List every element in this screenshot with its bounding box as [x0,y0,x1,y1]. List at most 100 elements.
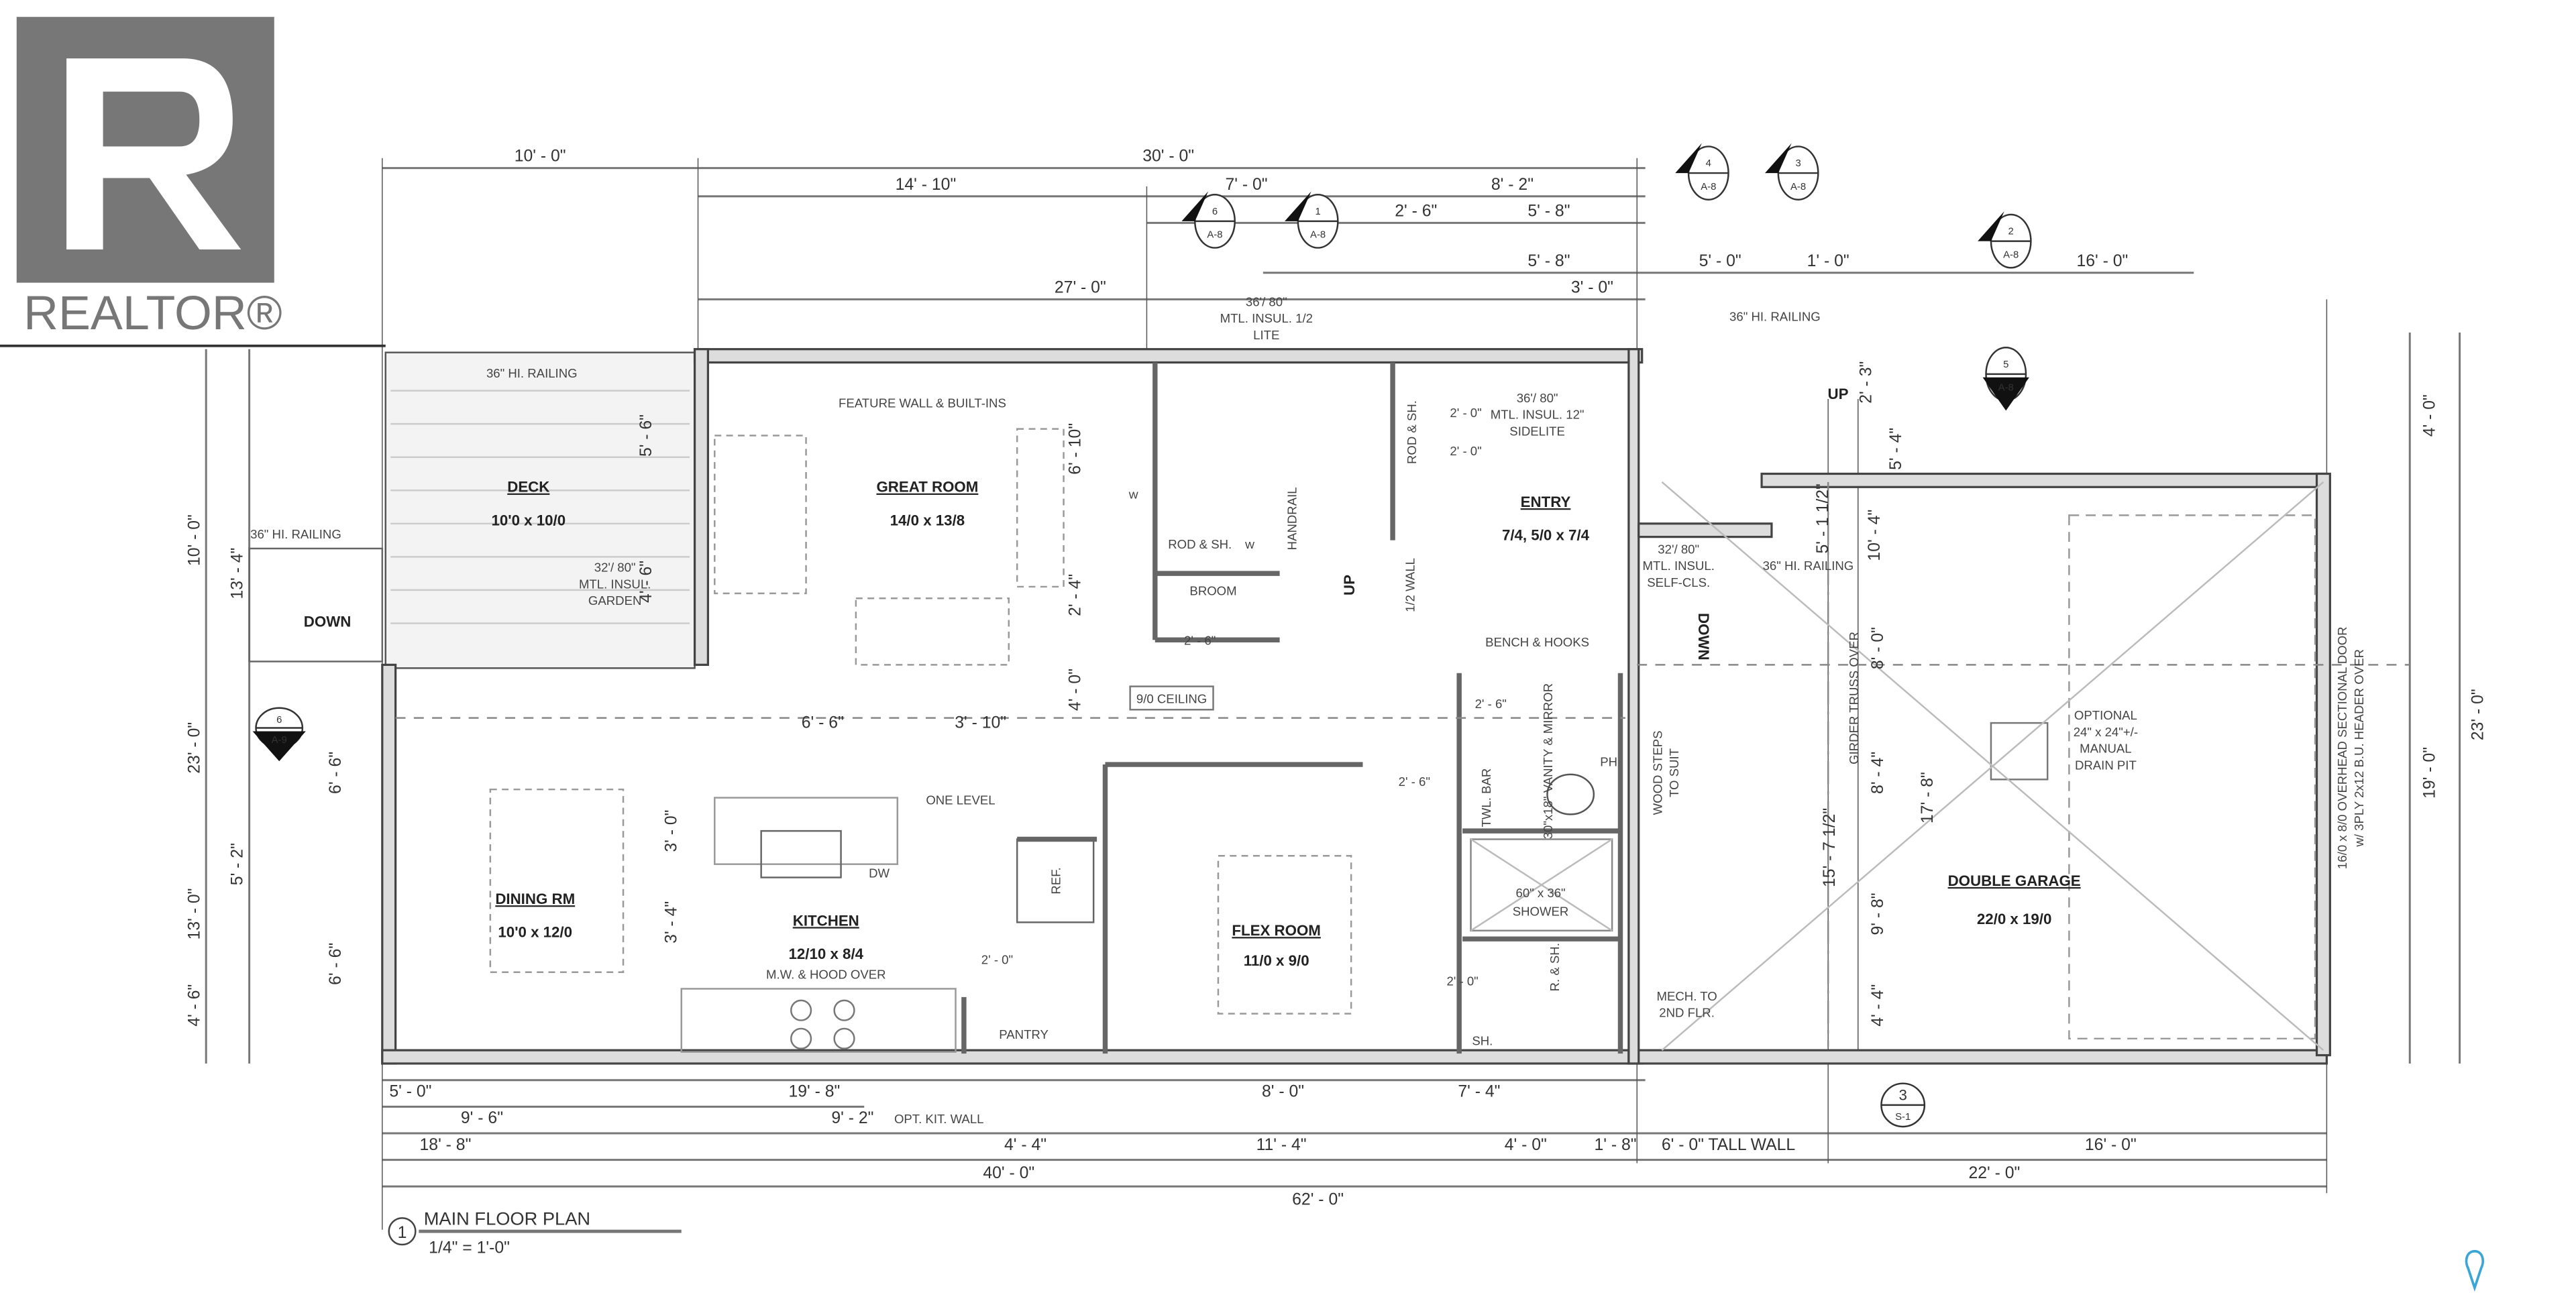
dim-label: 10' - 0" [185,514,203,566]
deck-outline [384,351,696,669]
realtor-logo: REALTOR® [16,17,282,340]
dim-label: 6' - 6" [327,752,345,794]
marker-num: 1 [1315,207,1320,217]
marker-num: 3 [1795,158,1801,169]
dim-label: 19' - 8" [789,1083,841,1101]
dim-label: 7' - 0" [1226,176,1268,194]
interior-dimensions: 5' - 6" 4' - 6" 6' - 10" 2' - 4" 4' - 0"… [637,414,1084,944]
section-marker: 6A-9 [252,707,306,762]
dim-label: 9' - 2" [831,1109,873,1127]
mech-note: MECH. TO [1657,989,1717,1003]
section-marker: 3S-1 [1880,1082,1926,1128]
dim-label: 8' - 0" [1262,1083,1304,1101]
dimension-lines [205,158,2461,1230]
drain-note: OPTIONAL [2074,708,2137,722]
dim-label: 6' - 0" TALL WALL [1662,1136,1795,1154]
section-marker: 5A-8 [1982,346,2029,411]
closet-note: ROD & SH. [1405,400,1419,464]
door-note: LITE [1253,328,1279,342]
ceiling-note: 9/0 CEILING [1136,691,1207,705]
door-tag: 2' - 6" [1475,697,1507,711]
dim-label: 8' - 2" [1491,176,1534,194]
deck-boards [390,390,690,624]
deck-stairs [248,547,384,663]
furniture [489,428,2324,1053]
dim-label: 5' - 0" [389,1083,431,1101]
stair-up-label: UP [1828,386,1849,402]
realtor-wordmark: REALTOR® [23,286,282,340]
stair-down-label: DOWN [1695,613,1712,661]
steps-note: TO SUIT [1667,748,1681,797]
bench-note: BENCH & HOOKS [1485,635,1589,649]
dim-label: 17' - 8" [1919,772,1937,823]
dim-label: 4' - 4" [1869,984,1887,1027]
dim-label: 3' - 4" [662,901,680,944]
feature-wall-note: FEATURE WALL & BUILT-INS [839,396,1006,410]
dim-label: 16' - 0" [2077,252,2129,270]
room-size-garage: 22/0 x 19/0 [1977,911,2052,927]
dim-label: 13' - 0" [185,889,203,940]
marker-num: 5 [2003,359,2008,370]
room-name-entry: ENTRY [1521,494,1571,510]
marker-sheet: A-8 [2003,249,2019,260]
dim-label: 10' - 4" [1866,510,1884,561]
marker-sheet: A-9 [272,735,287,746]
dim-label: 6' - 10" [1066,423,1084,475]
door-note: MTL. INSUL. 1/2 [1220,311,1313,325]
dim-label: 3' - 10" [955,714,1006,732]
door-note: GARDEN [588,593,641,608]
drawing-title: 1 MAIN FLOOR PLAN 1/4" = 1'-0" [388,1208,682,1257]
door-tag: 2' - 0" [1450,406,1481,420]
dim-label: 5' - 1 1/2" [1814,483,1832,553]
top-dimensions: 10' - 0" 30' - 0" 14' - 10" 7' - 0" 8' -… [515,148,2129,297]
half-wall-note: 1/2 WALL [1403,558,1417,612]
dim-label: 4' - 4" [1004,1136,1046,1154]
shower-note: 60" x 36" [1515,886,1565,900]
dim-label: 6' - 6" [327,943,345,985]
map-pin-icon[interactable] [2465,1250,2484,1292]
marker-num: 6 [276,715,282,726]
pantry-label: PANTRY [999,1027,1049,1041]
door-tags: 2' - 0" 2' - 0" 2' - 6" 2' - 6" 2' - 6" … [981,406,1507,988]
dim-label: 5' - 2" [229,843,247,885]
dim-label: 6' - 6" [802,714,844,732]
section-marker: 2A-8 [1978,211,2032,269]
vanity-note: 30"x18" VANITY & MIRROR [1541,683,1555,839]
marker-num: 4 [1706,158,1711,169]
railing-note: 36" HI. RAILING [486,366,578,380]
dim-label: 2' - 3" [1858,361,1876,404]
dim-label: 27' - 0" [1055,278,1106,296]
door-note: MTL. INSUL. 12" [1491,408,1585,422]
door-tag: 2' - 6" [1184,634,1216,648]
dim-label: 5' - 4" [1887,428,1905,470]
door-note: MTL. INSUL. [579,577,651,591]
railing-note: 36" HI. RAILING [1729,310,1821,324]
marker-num: 6 [1212,207,1218,217]
mech-note: 2ND FLR. [1659,1006,1715,1020]
door-note: SIDELITE [1509,424,1565,439]
interior-walls [395,362,2410,1054]
dim-label: 23' - 0" [2469,689,2487,740]
closet-note: ROD & SH. [1168,537,1232,551]
section-marker: 6A-8 [1181,191,1236,249]
dim-label: 4' - 0" [1066,669,1084,711]
dim-label: 14' - 10" [896,176,957,194]
railing-note: 36" HI. RAILING [1763,559,1854,573]
marker-sheet: S-1 [1895,1112,1911,1123]
marker-sheet: A-8 [1701,182,1716,192]
closet-note: R. & SH. [1548,943,1562,991]
dim-note: OPT. KIT. WALL [894,1112,984,1126]
stair-down-label: DOWN [304,613,352,630]
dim-label: 2' - 6" [1395,202,1437,220]
dim-label: 4' - 6" [185,984,203,1027]
door-note: 32'/ 80" [1658,542,1699,556]
dim-label: 1' - 0" [1807,252,1849,270]
steps-note: WOOD STEPS [1650,730,1664,815]
room-name-great-room: GREAT ROOM [876,479,978,496]
dim-label: 16' - 0" [2085,1136,2137,1154]
door-tag: 2' - 0" [981,952,1013,966]
garage-door-note: w/ 3PLY 2x12 B.U. HEADER OVER [2352,649,2366,848]
room-name-garage: DOUBLE GARAGE [1948,872,2081,889]
room-name-deck: DECK [507,479,549,496]
dim-label: 19' - 0" [2420,747,2438,799]
